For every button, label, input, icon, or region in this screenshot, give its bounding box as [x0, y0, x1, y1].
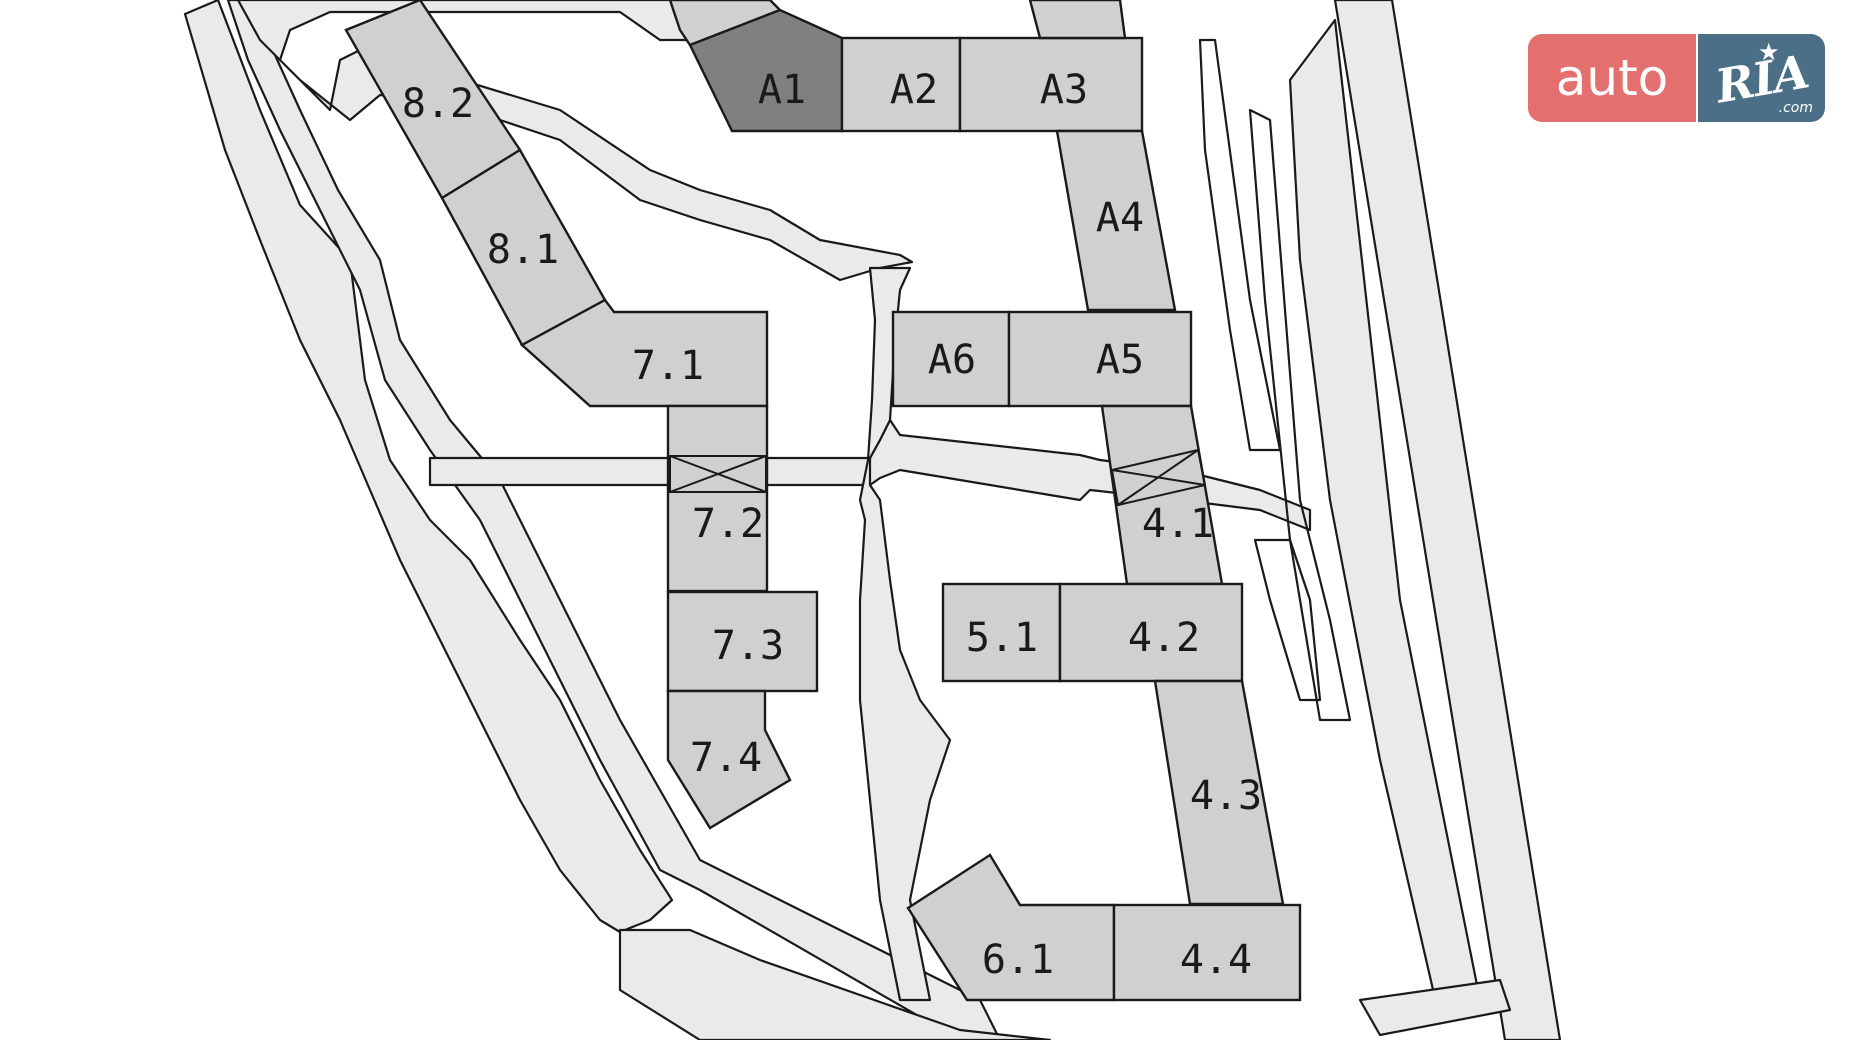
road-east-main — [1333, 0, 1562, 1040]
label-A2: A2 — [890, 67, 938, 113]
building-7.1[interactable] — [519, 298, 769, 408]
building-7.3[interactable] — [666, 590, 819, 693]
label-A5: A5 — [1096, 337, 1144, 383]
label-A1: A1 — [758, 67, 806, 113]
label-7.1: 7.1 — [632, 343, 704, 389]
road-east-lane-2 — [1198, 38, 1282, 452]
archway-4.1 — [1110, 448, 1207, 507]
building-A4[interactable] — [1055, 129, 1177, 312]
label-4.1: 4.1 — [1142, 501, 1214, 547]
building-4.4[interactable] — [1112, 903, 1302, 1002]
building-A-top-right — [1028, 0, 1127, 40]
label-4.4: 4.4 — [1180, 937, 1252, 983]
road-network — [183, 0, 1562, 1040]
buildings-layer — [344, 0, 1302, 1002]
road-west-inner — [226, 0, 1002, 1040]
label-6.1: 6.1 — [982, 937, 1054, 983]
building-A2[interactable] — [840, 36, 962, 133]
label-4.2: 4.2 — [1128, 615, 1200, 661]
label-5.1: 5.1 — [966, 615, 1038, 661]
logo-auto-part: auto — [1528, 34, 1696, 122]
road-south — [618, 928, 1052, 1040]
label-7.4: 7.4 — [690, 735, 762, 781]
road-west-diagonal — [183, 0, 674, 934]
building-labels: A1 A2 A3 A4 A5 A6 8.2 8.1 7.1 7.2 7.3 7.… — [402, 67, 1262, 983]
building-7.4[interactable] — [666, 689, 792, 830]
label-A3: A3 — [1040, 67, 1088, 113]
label-7.3: 7.3 — [712, 623, 784, 669]
label-8.1: 8.1 — [487, 227, 559, 273]
logo-com-suffix: .com — [1778, 100, 1813, 116]
building-A3[interactable] — [958, 36, 1144, 133]
label-A4: A4 — [1096, 195, 1144, 241]
logo-ria-part: ★ RIA .com — [1698, 34, 1825, 122]
road-east-lane-3 — [1253, 538, 1322, 702]
label-A6: A6 — [928, 337, 976, 383]
autoria-logo[interactable]: auto ★ RIA .com — [1528, 34, 1825, 122]
label-8.2: 8.2 — [402, 81, 474, 127]
archway-7.2 — [669, 455, 767, 493]
label-4.3: 4.3 — [1190, 773, 1262, 819]
label-7.2: 7.2 — [692, 501, 764, 547]
road-south-east — [1358, 978, 1512, 1037]
building-4.2[interactable] — [1058, 582, 1244, 683]
road-central — [858, 266, 952, 1002]
building-7.2[interactable] — [666, 404, 769, 593]
building-A5[interactable] — [1007, 310, 1193, 408]
road-east-lane-1 — [1248, 108, 1352, 722]
star-icon: ★ — [1758, 38, 1780, 66]
